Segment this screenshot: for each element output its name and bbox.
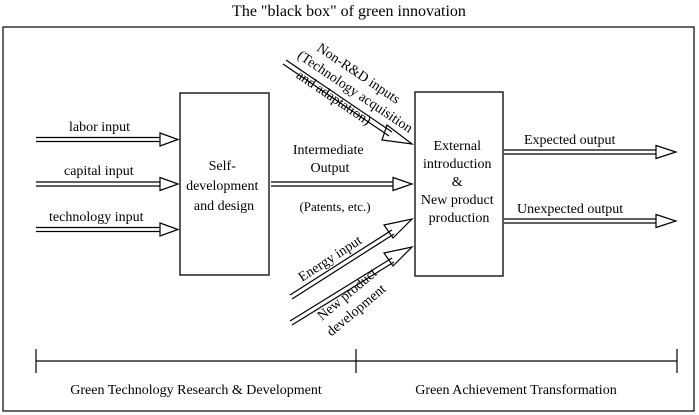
unexpected-output-arrow: [504, 213, 678, 229]
technology-input-label: technology input: [49, 210, 144, 225]
external-introduction-label: External introduction & New product prod…: [421, 139, 497, 226]
new-product-development-arrow: [289, 245, 414, 326]
patents-label: (Patents, etc.): [299, 199, 370, 214]
non-rd-inputs-label: Non-R&D inputs (Technology acquisition a…: [285, 34, 428, 152]
energy-input-arrow: [289, 217, 414, 300]
capital-input-label: capital input: [64, 164, 134, 179]
self-development-label: Self- development and design: [186, 159, 262, 214]
capital-input-arrow: [36, 176, 180, 192]
labor-input-arrow: [36, 132, 180, 147]
svg-text:Non-R&D inputs (Technolo: Non-R&D inputs (Technology acquisition a…: [285, 34, 428, 152]
expected-output-label: Expected output: [524, 133, 615, 148]
expected-output-arrow: [504, 144, 678, 160]
stage-timeline: [35, 349, 678, 373]
external-introduction-box: [414, 91, 504, 277]
self-development-box: [179, 92, 270, 276]
intermediate-output-label: Intermediate Output: [293, 143, 367, 176]
non-rd-inputs-arrow: [282, 59, 415, 145]
intermediate-output-arrow: [271, 176, 414, 192]
unexpected-output-label: Unexpected output: [517, 202, 623, 217]
svg-text:New product development: New product development: [313, 264, 395, 340]
stage-rd-label: Green Technology Research & Development: [70, 383, 322, 398]
diagram-title: The "black box" of green innovation: [232, 3, 466, 20]
outer-frame: [2, 26, 695, 412]
technology-input-arrow: [36, 222, 180, 237]
stage-transformation-label: Green Achievement Transformation: [415, 383, 616, 398]
new-product-development-label: New product development: [313, 264, 395, 340]
labor-input-label: labor input: [69, 120, 130, 135]
